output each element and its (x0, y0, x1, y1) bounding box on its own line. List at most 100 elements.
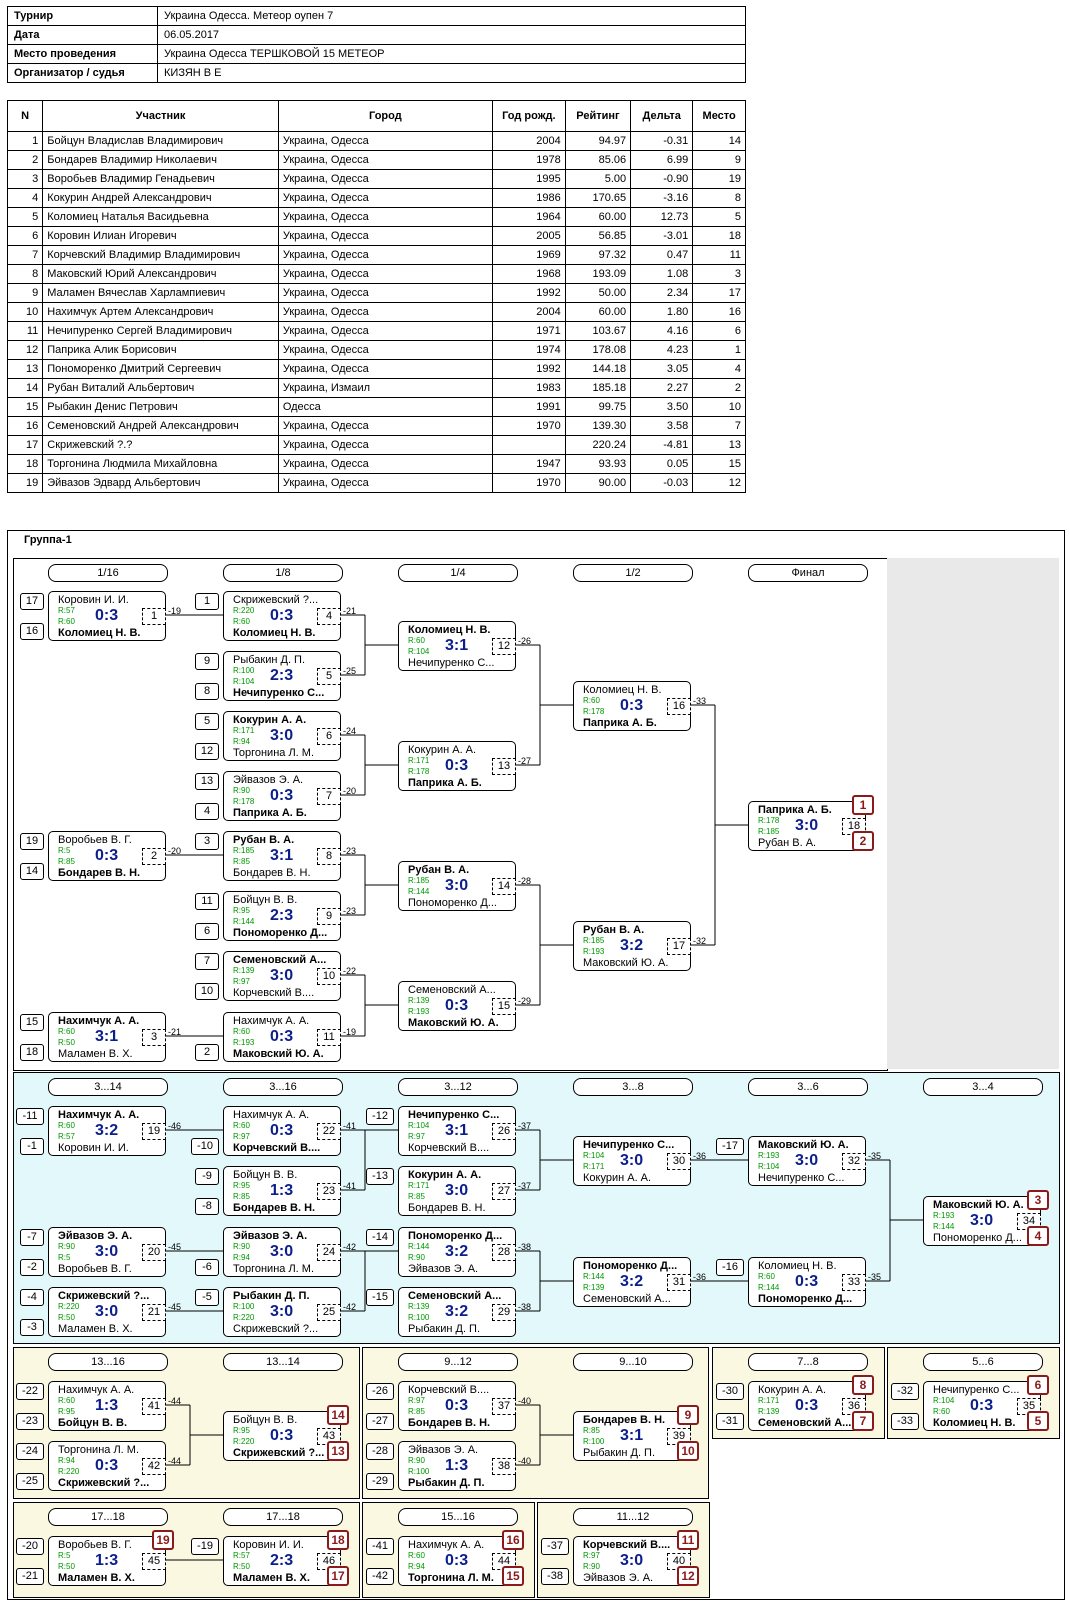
match-score: 2:3 (270, 1552, 294, 1569)
match-score: 3:0 (620, 1552, 644, 1569)
table-cell: Украина, Одесса (277, 226, 493, 246)
seed-tag: -8 (195, 1198, 219, 1215)
player-bottom: Коломиец Н. В. (933, 1417, 1016, 1429)
table-cell: 99.75 (564, 397, 632, 417)
rating-top: R:60 (233, 1027, 250, 1036)
rating-top: R:139 (408, 996, 430, 1005)
player-bottom: Скрижевский ?... (58, 1477, 150, 1489)
table-cell: 3.58 (630, 416, 694, 436)
rating-top: R:144 (408, 1242, 430, 1251)
rating-top: R:60 (583, 696, 600, 705)
player-top: Бондарев В. Н. (583, 1414, 666, 1426)
table-cell: 1986 (491, 188, 566, 208)
match-score: 3:2 (620, 1273, 644, 1290)
table-cell: 1970 (491, 416, 566, 436)
column-header: N (6, 100, 44, 132)
seed-tag: -42 (366, 1568, 394, 1585)
match-number: 21 (142, 1304, 166, 1321)
player-top: Корчевский В.... (408, 1384, 490, 1396)
round-header: 3...6 (748, 1078, 868, 1096)
table-cell: Скрижевский ?.? (42, 435, 279, 455)
match-score: 3:0 (970, 1212, 994, 1229)
table-cell: 8 (6, 264, 44, 284)
match-number: 37 (492, 1398, 516, 1415)
loser-goes-to: -36 (693, 1272, 707, 1282)
rating-bottom: R:90 (408, 1253, 425, 1262)
seed-tag: -11 (16, 1108, 44, 1125)
match-score: 3:0 (445, 1182, 469, 1199)
seed-tag: -31 (716, 1413, 744, 1430)
rating-bottom: R:178 (408, 767, 430, 776)
round-header: 1/4 (398, 564, 518, 582)
rating-bottom: R:144 (933, 1222, 955, 1231)
player-bottom: Пономоренко Д... (758, 1293, 853, 1305)
match-number: 14 (492, 878, 516, 895)
match-number: 45 (142, 1553, 166, 1570)
round-header: 17...18 (48, 1508, 168, 1526)
table-cell: 15 (692, 454, 746, 474)
table-cell: 14 (6, 378, 44, 398)
match-number: 34 (1017, 1213, 1041, 1230)
match-score: 3:0 (270, 727, 294, 744)
table-cell: Семеновский Андрей Александрович (42, 416, 279, 436)
match-score: 0:3 (445, 997, 469, 1014)
match-number: 41 (142, 1398, 166, 1415)
loser-goes-to: -21 (168, 1027, 182, 1037)
seed-tag: -38 (541, 1568, 569, 1585)
table-cell: Украина, Одесса (277, 340, 493, 360)
rating-bottom: R:97 (233, 977, 250, 986)
rating-top: R:5 (58, 1551, 71, 1560)
match-score: 0:3 (95, 847, 119, 864)
rating-top: R:171 (408, 1181, 430, 1190)
table-cell: Нечипуренко Сергей Владимирович (42, 321, 279, 341)
player-top: Коровин И. И. (233, 1539, 304, 1551)
match-number: 5 (317, 668, 341, 685)
match-score: 0:3 (270, 1028, 294, 1045)
table-cell: Украина, Одесса (277, 321, 493, 341)
rating-top: R:94 (58, 1456, 75, 1465)
player-top: Паприка А. Б. (758, 804, 832, 816)
table-cell: Украина, Одесса (277, 169, 493, 189)
info-key: Место проведения (7, 44, 158, 64)
table-cell: 1969 (491, 245, 566, 265)
player-bottom: Маламен В. Х. (233, 1572, 310, 1584)
rating-top: R:60 (233, 1121, 250, 1130)
player-top: Коломиец Н. В. (758, 1260, 837, 1272)
table-cell: Украина, Одесса (277, 454, 493, 474)
player-top: Бойцун В. В. (233, 1414, 298, 1426)
seed-tag: 3 (195, 833, 219, 850)
rating-bottom: R:50 (58, 1562, 75, 1571)
table-cell: 1947 (491, 454, 566, 474)
match-score: 0:3 (970, 1397, 994, 1414)
player-top: Нечипуренко С... (933, 1384, 1020, 1396)
rating-bottom: R:85 (408, 1407, 425, 1416)
table-cell: Рубан Виталий Альбертович (42, 378, 279, 398)
match-number: 39 (667, 1428, 691, 1445)
loser-goes-to: -22 (343, 966, 357, 976)
rating-top: R:95 (233, 1426, 250, 1435)
round-header: 13...14 (223, 1353, 343, 1371)
seed-tag: -14 (366, 1229, 394, 1246)
match-score: 3:1 (445, 637, 469, 654)
table-cell: Украина, Одесса (277, 302, 493, 322)
loser-goes-to: -44 (168, 1456, 182, 1466)
table-cell: 17 (692, 283, 746, 303)
rating-bottom: R:50 (58, 1038, 75, 1047)
player-bottom: Пономоренко Д... (233, 927, 328, 939)
